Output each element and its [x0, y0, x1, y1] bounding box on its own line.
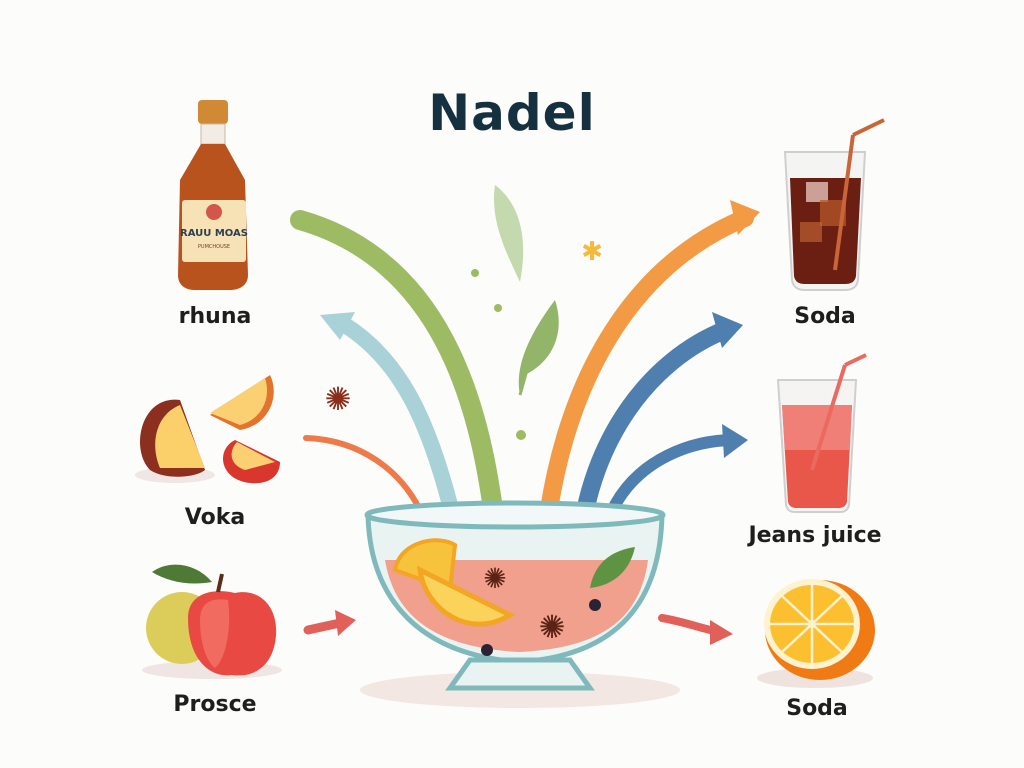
cola-glass-icon	[783, 118, 885, 291]
leaf-icon	[494, 185, 524, 282]
bottle-label-name: RAUU MOAS	[180, 228, 248, 239]
red-arrow-right	[658, 614, 719, 635]
leaf-icon	[518, 300, 559, 395]
red-juice-glass-icon	[776, 353, 867, 513]
blue-arrowhead	[712, 312, 743, 348]
citrus-wedges-icon	[135, 375, 280, 484]
orange-half-icon	[757, 579, 875, 688]
orange-thin-arrow	[303, 435, 423, 513]
punch-bowl-icon: ✺ ✺	[364, 500, 666, 691]
output-label-jeans-juice: Jeans juice	[748, 523, 882, 548]
ingredient-label-prosce: Prosce	[173, 692, 257, 717]
ingredient-label-voka: Voka	[184, 505, 246, 530]
blue-small-arrowhead	[722, 424, 748, 458]
flow-arrows	[290, 200, 760, 645]
lightblue-arrow	[337, 317, 463, 533]
bottle-label-subtitle: PUMCHOUSE	[198, 244, 230, 250]
orange-arrowhead	[730, 200, 760, 235]
apples-icon	[142, 564, 282, 679]
red-arrowhead-right	[710, 620, 733, 645]
liquor-bottle-icon: RAUU MOAS PUMCHOUSE	[178, 100, 248, 290]
svg-text:✺: ✺	[539, 608, 566, 646]
orange-arrow	[536, 209, 754, 549]
ingredient-label-rhuna: rhuna	[178, 304, 252, 329]
svg-text:✺: ✺	[483, 562, 506, 595]
output-label-soda-top: Soda	[794, 304, 856, 329]
lightblue-arrowhead	[320, 312, 355, 340]
red-arrowhead-left	[335, 610, 356, 636]
star-sparkle-icon: ✱	[581, 237, 603, 267]
star-anise-icon: ✺	[325, 380, 352, 418]
diagram-title: Nadel	[428, 84, 596, 142]
green-arrow	[290, 210, 505, 535]
output-label-soda-bottom: Soda	[786, 696, 848, 721]
blue-small-arrow	[609, 434, 741, 511]
red-arrow-left	[303, 618, 345, 635]
decorations: ✱ ✺	[325, 185, 603, 440]
